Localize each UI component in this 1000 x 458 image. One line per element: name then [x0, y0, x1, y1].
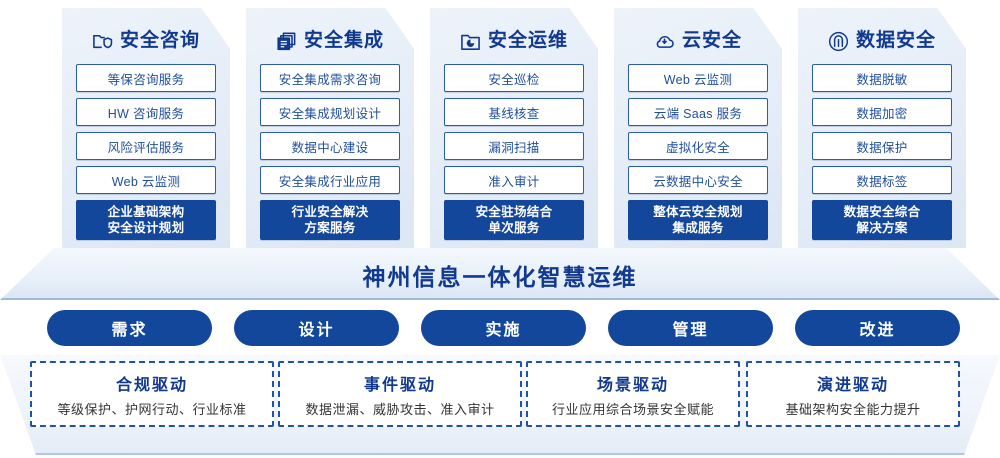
- service-card-inner: 安全运维安全巡检基线核查漏洞扫描准入审计安全驻场结合单次服务: [430, 8, 598, 248]
- driver-subtitle: 行业应用综合场景安全赋能: [551, 401, 714, 417]
- card-title: 数据安全: [798, 28, 966, 54]
- service-card-inner: 安全咨询等保咨询服务 HW 咨询服务风险评估服务 Web 云监测企业基础架构安全设计…: [62, 8, 230, 248]
- driver-title: 场景驱动: [596, 376, 669, 394]
- card-item[interactable]: 安全集成行业应用: [260, 166, 400, 194]
- card-item[interactable]: 数据中心建设: [260, 132, 400, 160]
- service-card-4: 云安全 Web 云监测云端 Saas 服务虚拟化安全云数据中心安全整体云安全规划集…: [614, 8, 782, 248]
- card-highlight-line: 方案服务: [304, 221, 356, 235]
- card-title-text: 数据安全: [855, 30, 936, 51]
- driver-title: 合规驱动: [115, 376, 188, 394]
- card-item[interactable]: 风险评估服务: [76, 132, 216, 160]
- lifecycle-pill[interactable]: 改进: [795, 310, 960, 346]
- platform-banner-title: 神州信息一体化智慧运维: [362, 264, 638, 290]
- card-item-list: 安全集成需求咨询安全集成规划设计数据中心建设安全集成行业应用行业安全解决方案服务: [260, 64, 400, 246]
- service-card-inner: 数据安全数据脱敏数据加密数据保护数据标签数据安全综合解决方案: [798, 8, 966, 248]
- card-item[interactable]: Web 云监测: [628, 64, 768, 92]
- lifecycle-pill[interactable]: 实施: [421, 310, 586, 346]
- driver-title: 事件驱动: [363, 376, 436, 394]
- service-card-3: 安全运维安全巡检基线核查漏洞扫描准入审计安全驻场结合单次服务: [430, 8, 598, 248]
- card-item[interactable]: 准入审计: [444, 166, 584, 194]
- service-cards-row: 安全咨询等保咨询服务 HW 咨询服务风险评估服务 Web 云监测企业基础架构安全设计…: [62, 8, 966, 248]
- lifecycle-pill-row: 需求设计实施管理改进: [0, 310, 1000, 346]
- fingerprint-icon: [828, 31, 849, 52]
- card-item[interactable]: Web 云监测: [76, 166, 216, 194]
- driver-card[interactable]: 事件驱动数据泄漏、威胁攻击、准入审计: [278, 361, 522, 427]
- card-title: 云安全: [614, 28, 782, 54]
- card-highlight-item[interactable]: 企业基础架构安全设计规划: [76, 200, 216, 240]
- platform-banner-outline: [0, 248, 1000, 300]
- card-item[interactable]: 漏洞扫描: [444, 132, 584, 160]
- driver-card[interactable]: 场景驱动行业应用综合场景安全赋能: [526, 361, 740, 427]
- card-highlight-item[interactable]: 安全驻场结合单次服务: [444, 200, 584, 240]
- card-item[interactable]: 数据标签: [812, 166, 952, 194]
- card-highlight-item[interactable]: 整体云安全规划集成服务: [628, 200, 768, 240]
- driver-card[interactable]: 合规驱动等级保护、护网行动、行业标准: [30, 361, 274, 427]
- card-highlight-line: 整体云安全规划: [653, 205, 743, 219]
- folder-shield-icon: [92, 31, 113, 52]
- service-card-1: 安全咨询等保咨询服务 HW 咨询服务风险评估服务 Web 云监测企业基础架构安全设计…: [62, 8, 230, 248]
- card-highlight-line: 集成服务: [672, 221, 724, 235]
- folder-chart-icon: [460, 31, 481, 52]
- drivers-row: 合规驱动等级保护、护网行动、行业标准事件驱动数据泄漏、威胁攻击、准入审计场景驱动…: [0, 355, 1000, 455]
- service-card-inner: 安全集成安全集成需求咨询安全集成规划设计数据中心建设安全集成行业应用行业安全解决…: [246, 8, 414, 248]
- card-item[interactable]: 安全巡检: [444, 64, 584, 92]
- card-title-text: 安全集成: [303, 30, 384, 51]
- card-item[interactable]: 数据加密: [812, 98, 952, 126]
- card-item-list: 等保咨询服务 HW 咨询服务风险评估服务 Web 云监测企业基础架构安全设计规划: [76, 64, 216, 246]
- driver-subtitle: 数据泄漏、威胁攻击、准入审计: [305, 401, 495, 417]
- card-item-list: 安全巡检基线核查漏洞扫描准入审计安全驻场结合单次服务: [444, 64, 584, 246]
- card-highlight-line: 安全设计规划: [107, 221, 185, 235]
- stacked-documents-icon: [276, 31, 297, 52]
- service-card-5: 数据安全数据脱敏数据加密数据保护数据标签数据安全综合解决方案: [798, 8, 966, 248]
- driver-subtitle: 基础架构安全能力提升: [785, 401, 921, 417]
- cloud-icon: [654, 31, 675, 52]
- service-card-2: 安全集成安全集成需求咨询安全集成规划设计数据中心建设安全集成行业应用行业安全解决…: [246, 8, 414, 248]
- card-item[interactable]: HW 咨询服务: [76, 98, 216, 126]
- card-highlight-line: 数据安全综合: [843, 205, 921, 219]
- card-highlight-item[interactable]: 行业安全解决方案服务: [260, 200, 400, 240]
- card-title: 安全运维: [430, 28, 598, 54]
- card-item[interactable]: 虚拟化安全: [628, 132, 768, 160]
- card-item[interactable]: 数据保护: [812, 132, 952, 160]
- card-title: 安全咨询: [62, 28, 230, 54]
- card-title-text: 安全咨询: [119, 30, 200, 51]
- card-item[interactable]: 云端 Saas 服务: [628, 98, 768, 126]
- card-item[interactable]: 云数据中心安全: [628, 166, 768, 194]
- card-highlight-line: 安全驻场结合: [475, 205, 553, 219]
- card-title: 安全集成: [246, 28, 414, 54]
- card-title-text: 安全运维: [487, 30, 568, 51]
- card-item-list: 数据脱敏数据加密数据保护数据标签数据安全综合解决方案: [812, 64, 952, 246]
- driver-subtitle: 等级保护、护网行动、行业标准: [57, 401, 247, 417]
- lifecycle-pill[interactable]: 管理: [608, 310, 773, 346]
- card-highlight-item[interactable]: 数据安全综合解决方案: [812, 200, 952, 240]
- lifecycle-pill[interactable]: 设计: [234, 310, 399, 346]
- card-item[interactable]: 数据脱敏: [812, 64, 952, 92]
- card-highlight-line: 企业基础架构: [107, 205, 185, 219]
- driver-card[interactable]: 演进驱动基础架构安全能力提升: [746, 361, 960, 427]
- service-card-inner: 云安全 Web 云监测云端 Saas 服务虚拟化安全云数据中心安全整体云安全规划集…: [614, 8, 782, 248]
- card-item-list: Web 云监测云端 Saas 服务虚拟化安全云数据中心安全整体云安全规划集成服务: [628, 64, 768, 246]
- card-item[interactable]: 安全集成需求咨询: [260, 64, 400, 92]
- card-item[interactable]: 等保咨询服务: [76, 64, 216, 92]
- card-highlight-line: 单次服务: [488, 221, 540, 235]
- lifecycle-pill[interactable]: 需求: [47, 310, 212, 346]
- card-item[interactable]: 基线核查: [444, 98, 584, 126]
- card-item[interactable]: 安全集成规划设计: [260, 98, 400, 126]
- card-title-text: 云安全: [681, 30, 742, 51]
- card-highlight-line: 解决方案: [856, 221, 908, 235]
- card-highlight-line: 行业安全解决: [291, 205, 369, 219]
- driver-title: 演进驱动: [816, 376, 889, 394]
